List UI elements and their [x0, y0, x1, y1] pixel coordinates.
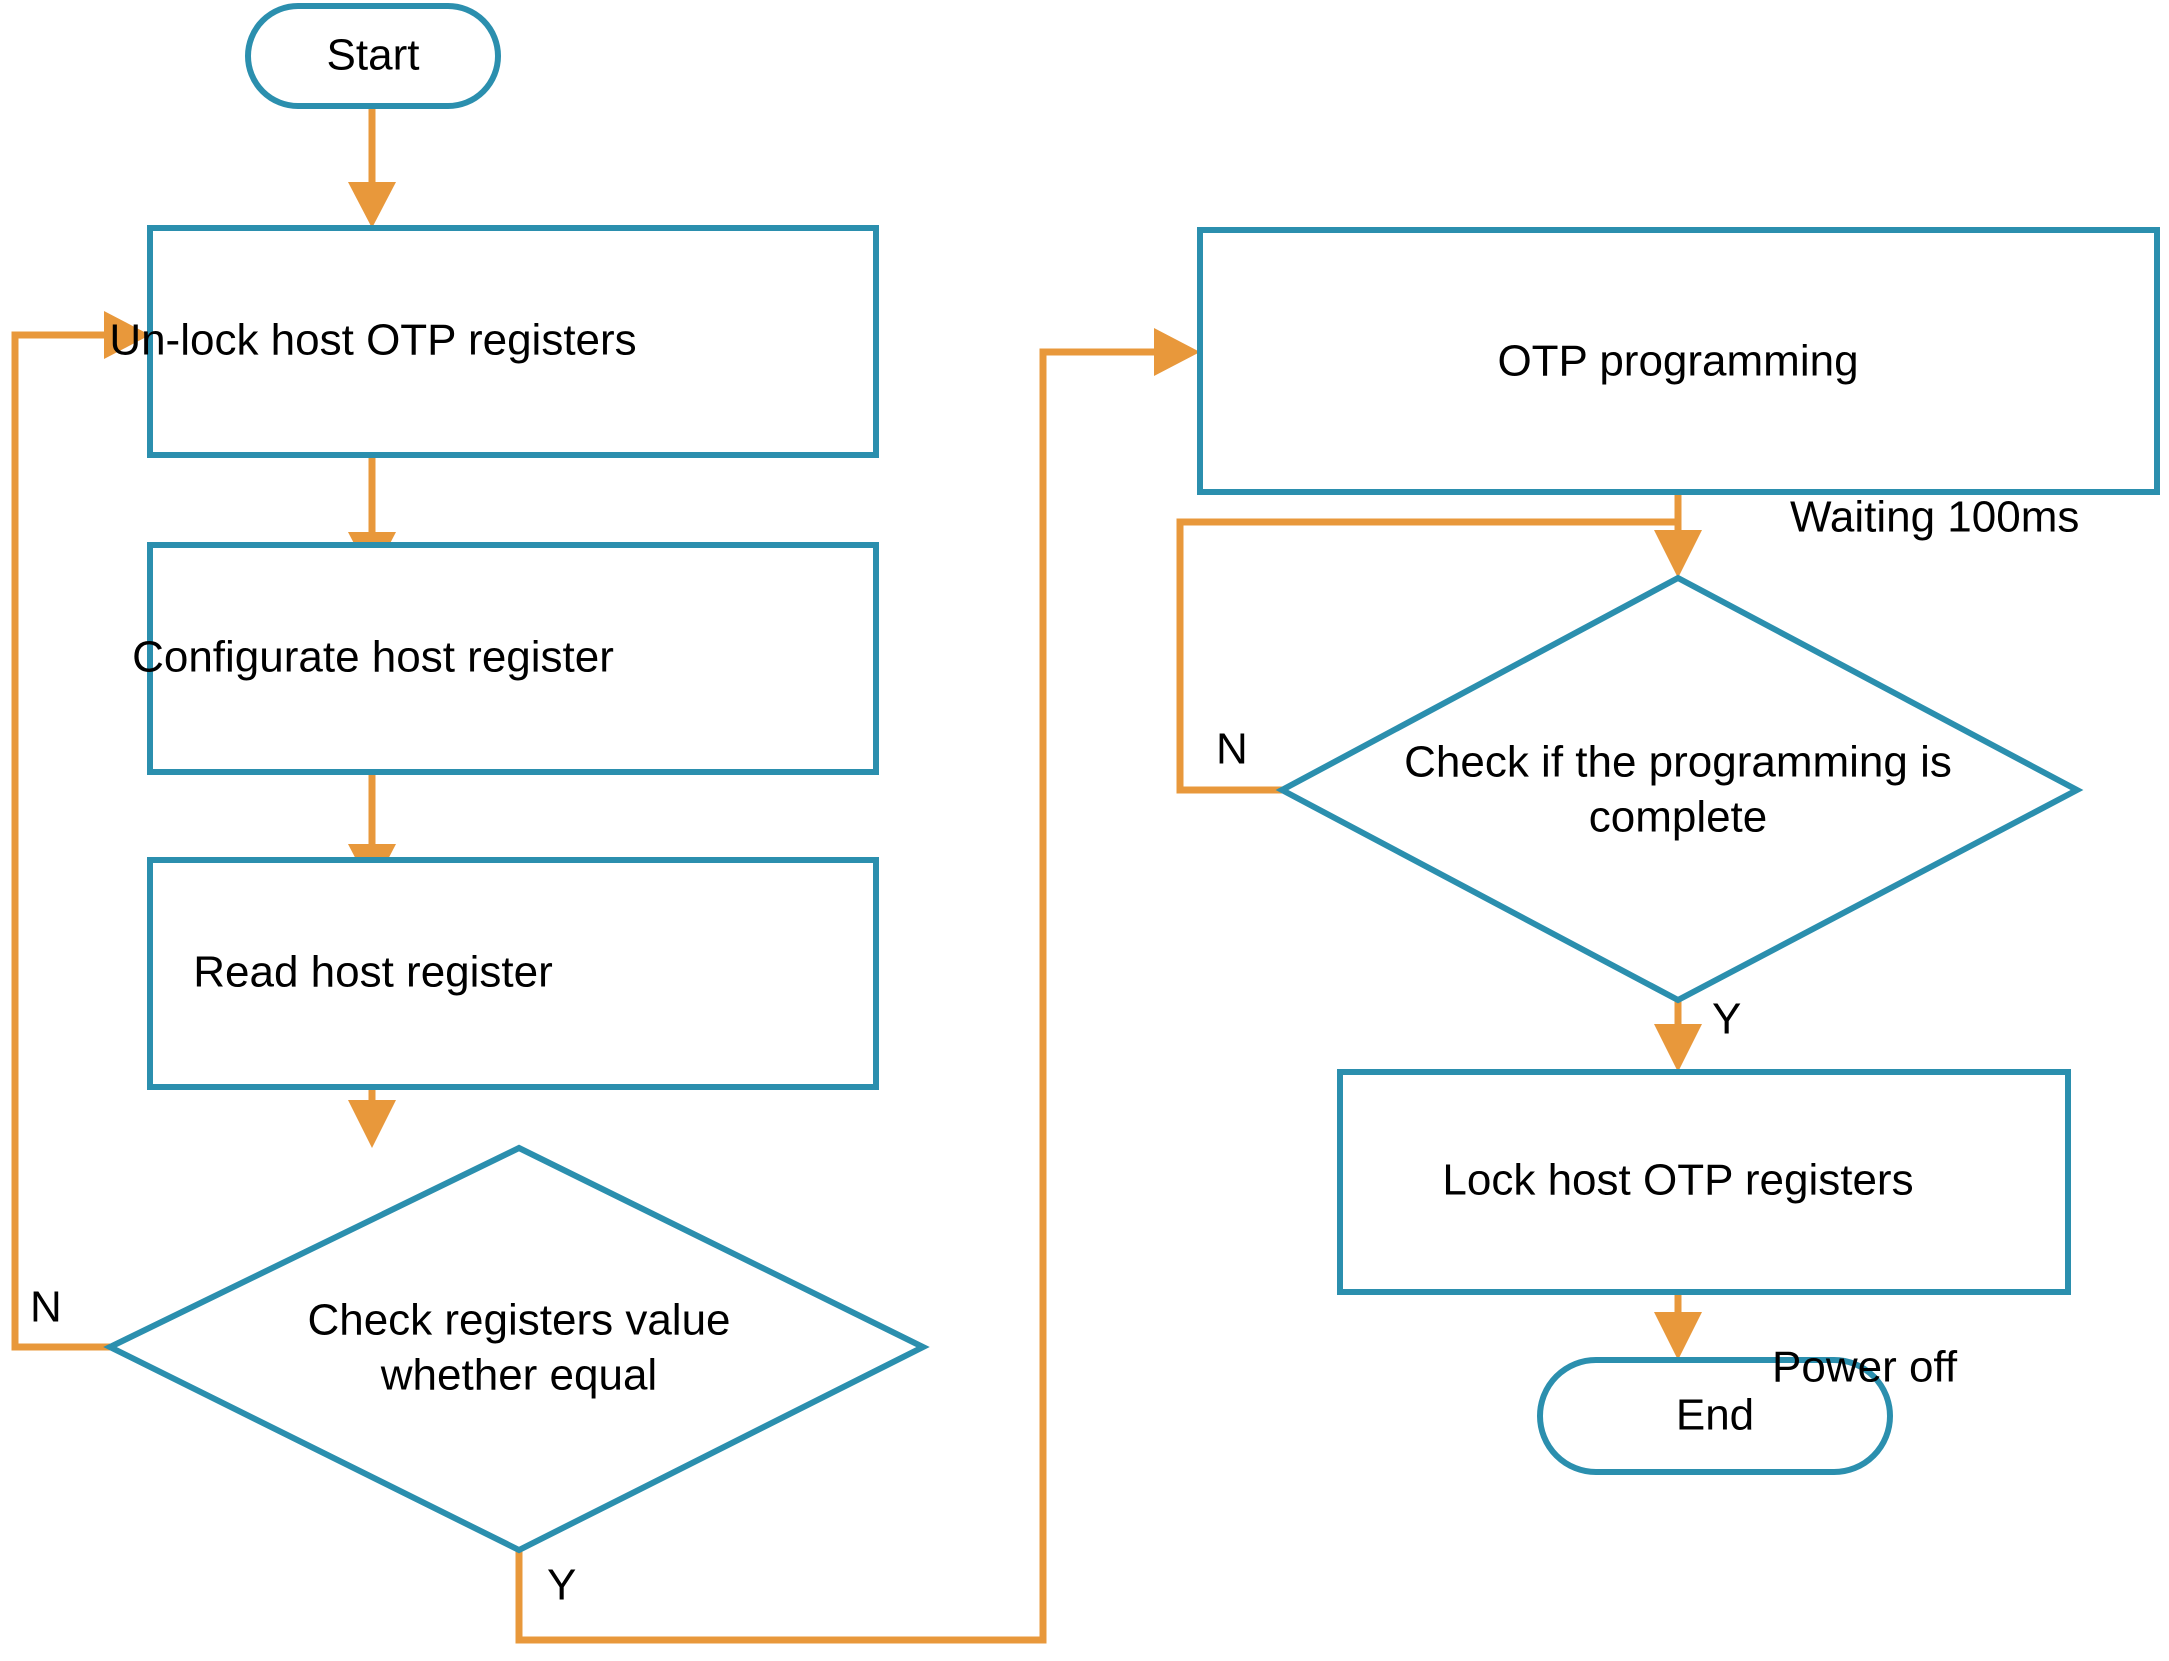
arrowhead-icon [1154, 328, 1200, 376]
edge-label-check-equal-no: N [30, 1283, 62, 1332]
arrowhead-icon [348, 182, 396, 228]
node-check-equal-label-line2: whether equal [380, 1351, 657, 1400]
node-read-shape[interactable] [147, 857, 879, 1090]
node-otp-programming[interactable]: OTP programming [1197, 227, 2160, 495]
node-lock-host-otp-registers[interactable]: Lock host OTP registers [1337, 1069, 2071, 1295]
arrowhead-icon [1654, 1312, 1702, 1360]
arrowhead-icon [104, 311, 150, 359]
edge-label-check-done-no: N [1216, 725, 1248, 774]
node-configurate-host-register[interactable]: Configurate host register [132, 542, 879, 775]
edge-lock-to-end [1654, 1292, 1702, 1360]
edge-line [11, 331, 128, 1351]
node-unlock-host-otp-registers[interactable]: Un-lock host OTP registers [109, 225, 879, 458]
node-read-host-register[interactable]: Read host register [147, 857, 879, 1090]
node-otp-programming-label: OTP programming [1497, 337, 1858, 386]
edge-label-waiting-100ms: Waiting 100ms [1790, 493, 2079, 542]
node-end-label: End [1676, 1391, 1754, 1440]
edge-check-done-no-loop [1176, 518, 1678, 794]
arrowhead-icon [1654, 1024, 1702, 1072]
node-end-shape[interactable] [1537, 1357, 1893, 1475]
node-start-shape[interactable] [245, 3, 501, 109]
edge-start-to-unlock [348, 106, 396, 228]
edge-line [515, 348, 1178, 1644]
node-configurate-shape[interactable] [147, 542, 879, 775]
node-start[interactable]: Start [245, 3, 501, 109]
node-unlock-label: Un-lock host OTP registers [109, 316, 636, 365]
arrowhead-icon [348, 1100, 396, 1148]
edge-check-equal-no-to-unlock [11, 311, 150, 1351]
node-check-done-label-line1: Check if the programming is [1404, 738, 1952, 787]
node-otp-programming-shape[interactable] [1197, 227, 2160, 495]
node-configurate-label: Configurate host register [132, 633, 614, 682]
node-check-done-label-line2: complete [1589, 793, 1768, 842]
node-lock-shape[interactable] [1337, 1069, 2071, 1295]
edge-check-equal-yes-to-otp-programming [515, 328, 1200, 1644]
edge-otp-programming-to-check-done [1654, 492, 1702, 578]
node-start-label: Start [327, 31, 420, 80]
edge-label-power-off: Power off [1772, 1343, 1958, 1392]
edge-read-to-check-equal [348, 1087, 396, 1148]
node-check-done-shape[interactable] [1275, 574, 2084, 1004]
edge-line [1176, 518, 1678, 794]
edge-label-check-done-yes: Y [1712, 995, 1741, 1044]
edge-check-done-yes-to-lock [1654, 1000, 1702, 1072]
node-end[interactable]: End [1537, 1357, 1893, 1475]
node-check-equal-shape[interactable] [103, 1144, 930, 1554]
node-unlock-shape[interactable] [147, 225, 879, 458]
node-check-registers-value[interactable]: Check registers value whether equal [103, 1144, 930, 1554]
edge-label-check-equal-yes: Y [547, 1561, 576, 1610]
node-read-label: Read host register [193, 948, 553, 997]
node-check-programming-complete[interactable]: Check if the programming is complete [1275, 574, 2084, 1004]
node-check-equal-label-line1: Check registers value [307, 1296, 730, 1345]
arrowhead-icon [1654, 530, 1702, 578]
node-lock-label: Lock host OTP registers [1442, 1156, 1913, 1205]
